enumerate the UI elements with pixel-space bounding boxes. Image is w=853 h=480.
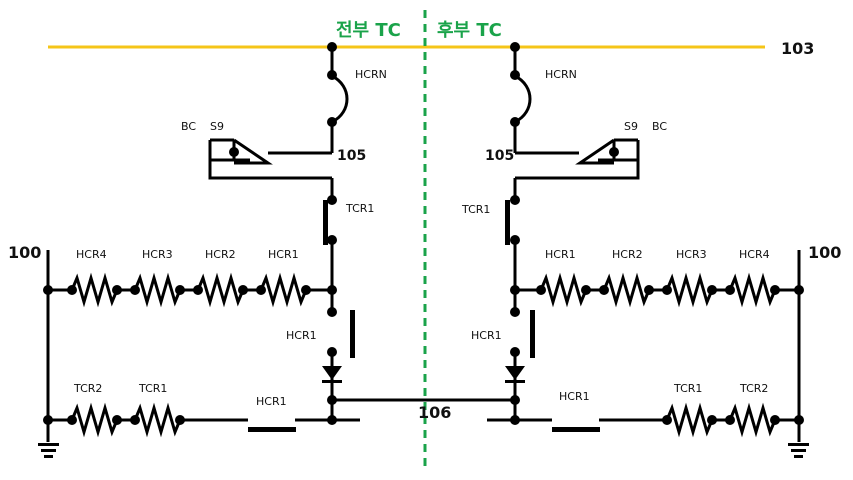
left-hcr1-contact-bar xyxy=(350,310,355,358)
left-ground-icon xyxy=(38,443,59,446)
right-s9-label: S9 xyxy=(624,120,638,133)
left-bc-label: BC xyxy=(181,120,196,133)
right-hcr1-bottom-contact-bar xyxy=(552,427,600,432)
header-rear-tc: 후부 TC xyxy=(437,20,502,41)
node-105-right-label: 105 xyxy=(485,148,514,164)
node-103-label: 103 xyxy=(781,39,814,58)
left-hcr1-bottom-label: HCR1 xyxy=(256,395,287,408)
node-100-left-label: 100 xyxy=(8,243,41,262)
left-hcr1-bottom-contact-bar xyxy=(248,427,296,432)
left-r-tcr2-label: TCR2 xyxy=(73,382,102,395)
left-diode-icon xyxy=(322,366,342,380)
right-circuit xyxy=(487,47,801,442)
left-junctions xyxy=(43,42,337,425)
right-hcr1-contact-label: HCR1 xyxy=(471,329,502,342)
left-r-hcr1-label: HCR1 xyxy=(268,248,299,261)
right-diode-icon xyxy=(505,366,525,380)
right-tcr1-contact-bar xyxy=(505,200,510,245)
left-r-hcr3-label: HCR3 xyxy=(142,248,173,261)
left-hcrn-label: HCRN xyxy=(355,68,387,81)
node-100-right-label: 100 xyxy=(808,243,841,262)
header-front-tc: 전부 TC xyxy=(336,20,401,41)
right-r-hcr2-label: HCR2 xyxy=(612,248,643,261)
right-tcr1-contact-label: TCR1 xyxy=(461,203,490,216)
left-tcr1-contact-bar xyxy=(323,200,328,245)
right-r-hcr3-label: HCR3 xyxy=(676,248,707,261)
right-r-hcr1-label: HCR1 xyxy=(545,248,576,261)
left-r-hcr2-label: HCR2 xyxy=(205,248,236,261)
right-hcrn-label: HCRN xyxy=(545,68,577,81)
right-junctions xyxy=(510,42,804,425)
right-r-tcr2-label: TCR2 xyxy=(739,382,768,395)
node-105-left-label: 105 xyxy=(337,148,366,164)
right-r-tcr1-label: TCR1 xyxy=(673,382,702,395)
right-bc-label: BC xyxy=(652,120,667,133)
node-106-label: 106 xyxy=(418,403,451,422)
left-r-hcr4-label: HCR4 xyxy=(76,248,107,261)
right-contacts xyxy=(505,200,809,458)
right-ground-icon xyxy=(788,443,809,446)
left-r-tcr1-label: TCR1 xyxy=(138,382,167,395)
left-circuit xyxy=(46,47,515,442)
left-hcr1-contact-label: HCR1 xyxy=(286,329,317,342)
right-hcr1-contact-bar xyxy=(530,310,535,358)
left-tcr1-contact-label: TCR1 xyxy=(345,202,374,215)
right-r-hcr4-label: HCR4 xyxy=(739,248,770,261)
left-contacts xyxy=(38,200,355,458)
left-s9-label: S9 xyxy=(210,120,224,133)
right-hcr1-bottom-label: HCR1 xyxy=(559,390,590,403)
